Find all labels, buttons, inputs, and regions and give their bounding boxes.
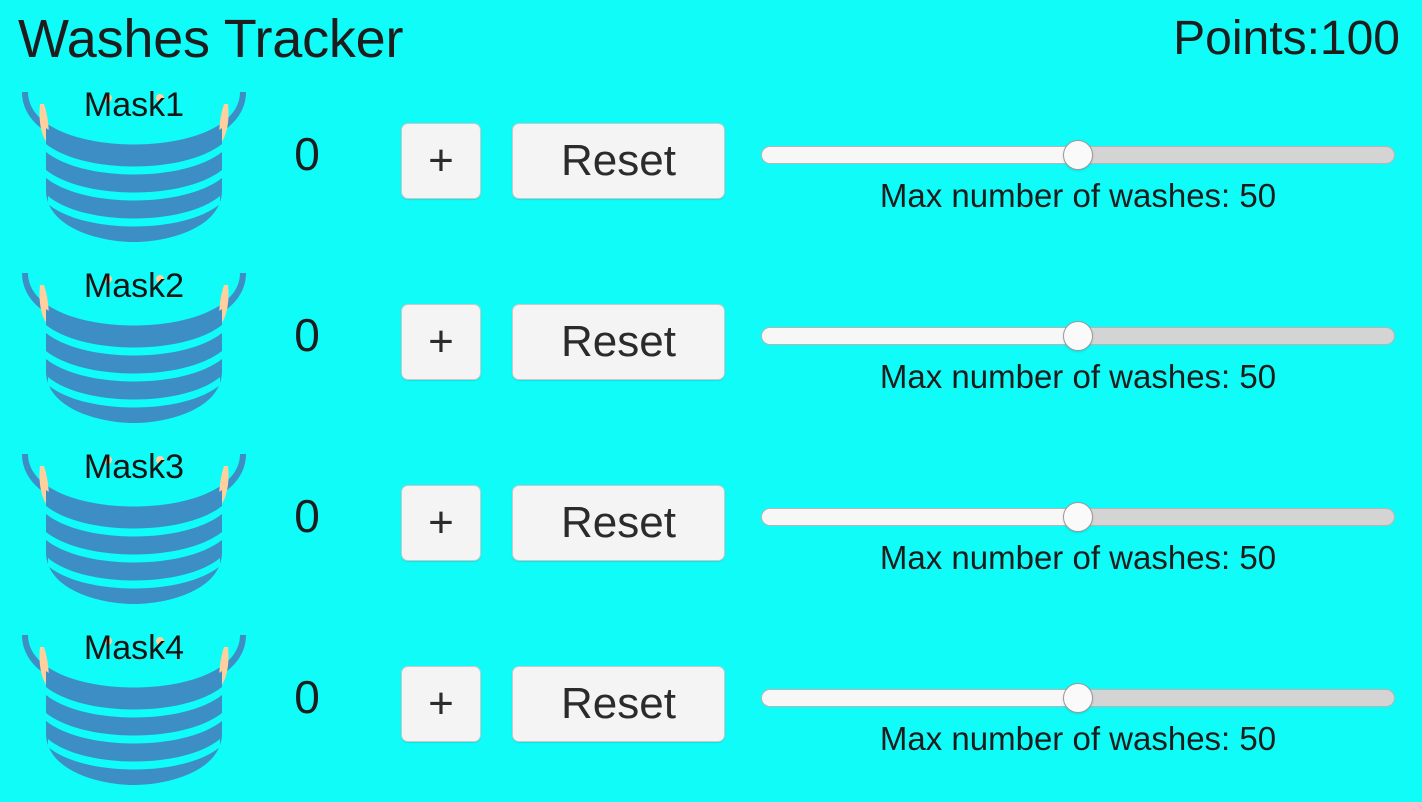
- max-washes-slider-group: Max number of washes: 50: [761, 78, 1395, 259]
- increment-button[interactable]: +: [401, 304, 481, 380]
- mask-row-list: Mask1 0 + Reset Max number of washes: 50: [0, 78, 1422, 802]
- page-title: Washes Tracker: [18, 9, 404, 69]
- wash-count-value: 0: [294, 671, 320, 723]
- max-washes-slider[interactable]: [761, 502, 1395, 532]
- increment-button[interactable]: +: [401, 123, 481, 199]
- face-mask-icon: [14, 625, 254, 785]
- reset-button[interactable]: Reset: [512, 485, 725, 561]
- face-mask-icon: [14, 444, 254, 604]
- mask-row: Mask4 0 + Reset Max number of washes: 50: [0, 621, 1422, 802]
- slider-thumb[interactable]: [1063, 683, 1093, 713]
- max-washes-caption: Max number of washes: 50: [879, 720, 1277, 757]
- slider-fill: [762, 690, 1078, 706]
- slider-thumb[interactable]: [1063, 321, 1093, 351]
- wash-count-value: 0: [294, 490, 320, 542]
- points-display: Points:100: [1173, 6, 1400, 72]
- slider-thumb[interactable]: [1063, 140, 1093, 170]
- max-washes-slider-group: Max number of washes: 50: [761, 259, 1395, 440]
- face-mask-icon: [14, 263, 254, 423]
- max-washes-caption: Max number of washes: 50: [879, 177, 1277, 214]
- app-header: Washes Tracker Points:100: [0, 0, 1422, 80]
- reset-button[interactable]: Reset: [512, 304, 725, 380]
- mask-row: Mask2 0 + Reset Max number of washes: 50: [0, 259, 1422, 440]
- slider-fill: [762, 147, 1078, 163]
- reset-button[interactable]: Reset: [512, 123, 725, 199]
- slider-fill: [762, 328, 1078, 344]
- max-washes-caption: Max number of washes: 50: [879, 539, 1277, 576]
- slider-fill: [762, 509, 1078, 525]
- increment-button[interactable]: +: [401, 485, 481, 561]
- max-washes-slider[interactable]: [761, 140, 1395, 170]
- max-washes-slider[interactable]: [761, 683, 1395, 713]
- max-washes-slider-group: Max number of washes: 50: [761, 440, 1395, 621]
- wash-count-value: 0: [294, 309, 320, 361]
- points-value: 100: [1319, 12, 1400, 65]
- wash-count-value: 0: [294, 128, 320, 180]
- max-washes-slider-group: Max number of washes: 50: [761, 621, 1395, 802]
- max-washes-slider[interactable]: [761, 321, 1395, 351]
- mask-row: Mask3 0 + Reset Max number of washes: 50: [0, 440, 1422, 621]
- max-washes-caption: Max number of washes: 50: [879, 358, 1277, 395]
- increment-button[interactable]: +: [401, 666, 481, 742]
- points-label: Points:: [1173, 12, 1320, 65]
- face-mask-icon: [14, 82, 254, 242]
- slider-thumb[interactable]: [1063, 502, 1093, 532]
- mask-row: Mask1 0 + Reset Max number of washes: 50: [0, 78, 1422, 259]
- reset-button[interactable]: Reset: [512, 666, 725, 742]
